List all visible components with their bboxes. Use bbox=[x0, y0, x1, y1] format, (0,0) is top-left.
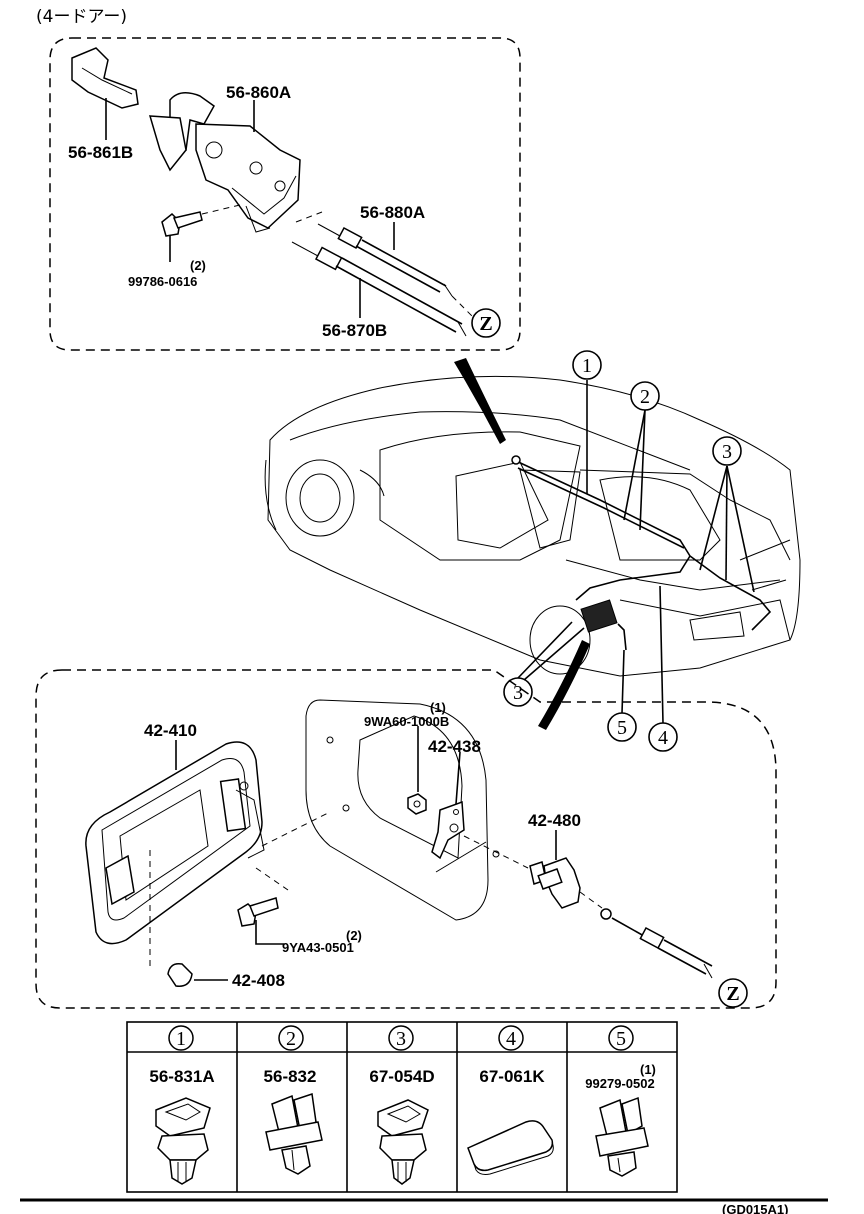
clip-3-part: 67-054D bbox=[369, 1067, 434, 1086]
fuel-lid-label: 42-410 bbox=[144, 721, 197, 740]
door-type-title: (4ードアー) bbox=[36, 7, 127, 27]
opener-lever-label: 56-860A bbox=[226, 83, 291, 102]
clip-col-2: 2 56-832 bbox=[264, 1025, 323, 1175]
lid-opener-part bbox=[529, 857, 581, 909]
svg-text:3: 3 bbox=[722, 441, 732, 463]
connector-z-lower-label: Z bbox=[726, 983, 739, 1005]
car-callout-3-bottom: 3 bbox=[503, 621, 585, 707]
clip-5-icon bbox=[595, 1096, 649, 1177]
clip-5-qty: (1) bbox=[640, 1062, 656, 1077]
car-callout-2: 2 bbox=[623, 381, 660, 531]
lower-inset-frame bbox=[35, 669, 777, 1009]
bolt-part-upper bbox=[161, 211, 203, 237]
car-callout-1: 1 bbox=[572, 350, 602, 494]
clip-col-3: 3 67-054D bbox=[369, 1025, 435, 1185]
lower-bolt-qty: (2) bbox=[346, 928, 362, 943]
trunk-opener-cable bbox=[317, 223, 453, 297]
clip-col-1: 1 56-831A bbox=[149, 1025, 215, 1185]
svg-text:4: 4 bbox=[658, 727, 668, 749]
upper-bolt-label: 99786-0616 bbox=[128, 274, 197, 289]
svg-text:5: 5 bbox=[617, 717, 627, 739]
clip-4-icon bbox=[467, 1120, 554, 1175]
lever-cover-part bbox=[71, 47, 139, 109]
connector-z-lower bbox=[718, 978, 748, 1008]
svg-text:2: 2 bbox=[640, 386, 650, 408]
clip-3-icon bbox=[377, 1099, 429, 1185]
clip-2-part: 56-832 bbox=[264, 1067, 317, 1086]
clip-table bbox=[126, 1021, 678, 1193]
lever-cover-label: 56-861B bbox=[68, 143, 133, 162]
connector-z-upper-label: Z bbox=[479, 313, 492, 335]
upper-bolt-qty: (2) bbox=[190, 258, 206, 273]
nut-part bbox=[407, 793, 427, 815]
clip-1-part: 56-831A bbox=[149, 1067, 214, 1086]
svg-text:4: 4 bbox=[506, 1028, 516, 1050]
car-callout-5: 5 bbox=[607, 649, 637, 742]
fuel-lid-part bbox=[85, 741, 265, 945]
lower-pointer bbox=[538, 640, 590, 730]
opener-lever-part bbox=[148, 92, 301, 233]
nut-qty: (1) bbox=[430, 700, 446, 715]
fuel-lid-opener-cable bbox=[291, 241, 467, 337]
lower-bolt-label: 9YA43-0501 bbox=[282, 940, 354, 955]
clip-col-4: 4 67-061K bbox=[467, 1025, 554, 1175]
svg-text:2: 2 bbox=[286, 1028, 296, 1050]
trunk-cable-label: 56-880A bbox=[360, 203, 425, 222]
car-body bbox=[264, 375, 801, 677]
bumper-part bbox=[167, 962, 193, 987]
nut-label: 9WA60-1000B bbox=[364, 714, 449, 729]
fuel-cable-label: 56-870B bbox=[322, 321, 387, 340]
clip-4-part: 67-061K bbox=[479, 1067, 545, 1086]
clip-col-5: 5 (1) 99279-0502 bbox=[585, 1025, 656, 1177]
clip-1-icon bbox=[155, 1097, 211, 1185]
bolt-part-lower bbox=[237, 897, 279, 927]
svg-text:5: 5 bbox=[616, 1028, 626, 1050]
lower-cable bbox=[600, 908, 713, 979]
svg-text:3: 3 bbox=[396, 1028, 406, 1050]
upper-inset-frame bbox=[49, 37, 521, 351]
car-callout-3-top: 3 bbox=[699, 436, 755, 593]
clip-2-icon bbox=[265, 1093, 323, 1175]
hinge-bracket-label: 42-438 bbox=[428, 737, 481, 756]
connector-z-upper bbox=[471, 308, 501, 338]
bumper-label: 42-408 bbox=[232, 971, 285, 990]
svg-text:1: 1 bbox=[582, 355, 592, 377]
lid-opener-label: 42-480 bbox=[528, 811, 581, 830]
clip-5-part: 99279-0502 bbox=[585, 1076, 654, 1091]
hinge-bracket-part bbox=[431, 800, 465, 860]
svg-text:1: 1 bbox=[176, 1028, 186, 1050]
filler-door-panel bbox=[305, 699, 489, 921]
svg-text:3: 3 bbox=[513, 682, 523, 704]
car-callout-4: 4 bbox=[648, 585, 678, 752]
upper-pointer bbox=[454, 358, 506, 444]
footer-ref: (GD015A1) bbox=[722, 1202, 788, 1214]
